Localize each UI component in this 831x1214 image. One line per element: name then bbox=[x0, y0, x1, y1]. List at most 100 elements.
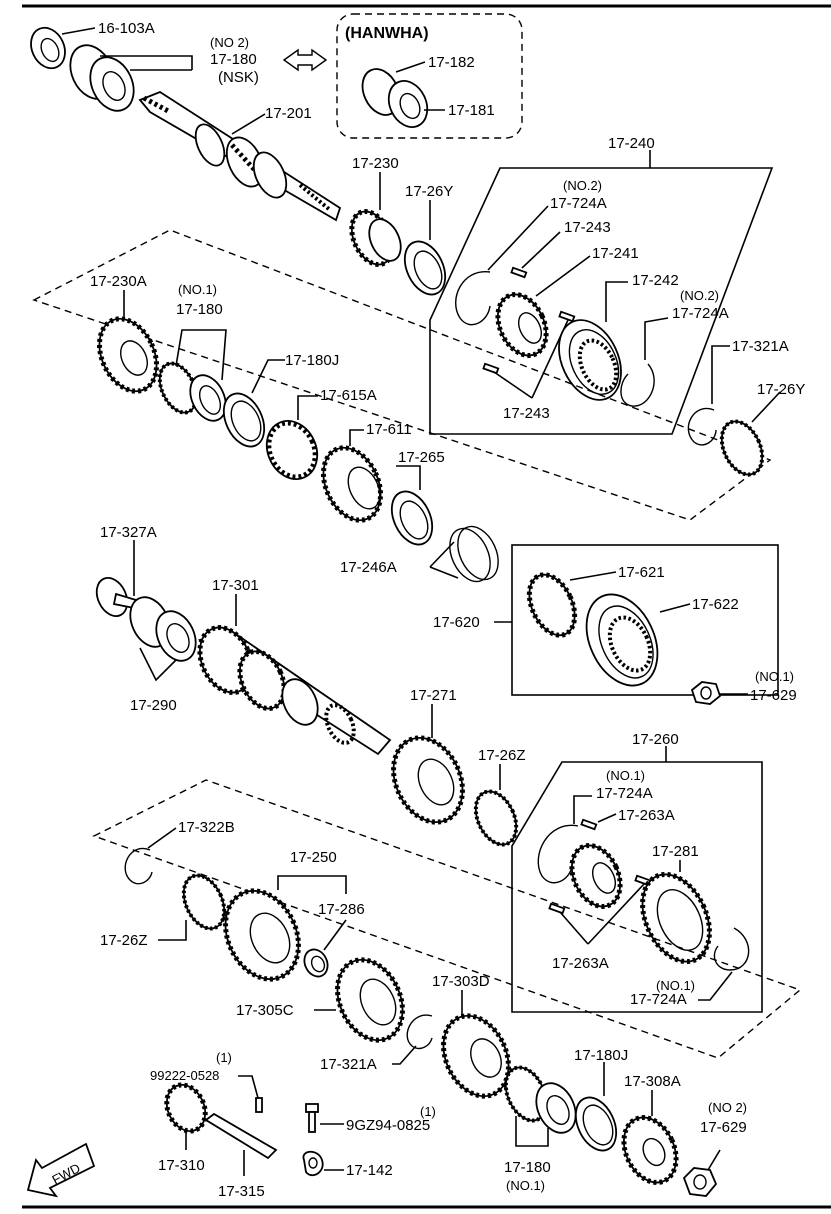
part-17-26Y-b bbox=[719, 419, 765, 477]
part-17-243-key-c bbox=[482, 362, 500, 375]
part-17-250 bbox=[223, 888, 301, 982]
part-17-201-shaft bbox=[138, 90, 342, 222]
part-17-230A bbox=[96, 316, 160, 394]
leader-17-621 bbox=[569, 571, 617, 581]
label-17-142: 17-142 bbox=[346, 1162, 393, 1179]
part-17-622 bbox=[585, 593, 659, 687]
part-17-242-sleeve bbox=[558, 319, 622, 401]
label-one-b: (1) bbox=[420, 1104, 436, 1119]
label-no1-c: (NO.1) bbox=[606, 768, 645, 783]
label-17-327A: 17-327A bbox=[100, 524, 157, 541]
leader-17-622 bbox=[659, 603, 691, 613]
part-17-26Y-a bbox=[403, 240, 447, 296]
label-17-611: 17-611 bbox=[366, 421, 412, 438]
label-17-180-top: 17-180 bbox=[210, 51, 257, 68]
label-17-26Z-b: 17-26Z bbox=[100, 932, 148, 949]
group-box-17-620 bbox=[511, 544, 779, 696]
label-no2-c: (NO.2) bbox=[680, 288, 719, 303]
label-17-250: 17-250 bbox=[290, 849, 337, 866]
label-17-180J-a: 17-180J bbox=[285, 352, 339, 369]
part-17-724A-a bbox=[455, 271, 491, 326]
label-17-315: 17-315 bbox=[218, 1183, 265, 1200]
label-9GZ94-0825: 9GZ94-0825 bbox=[346, 1117, 430, 1134]
label-hanwha: (HANWHA) bbox=[345, 25, 429, 42]
part-16-103A bbox=[30, 26, 66, 70]
part-17-142-lock bbox=[302, 1150, 324, 1177]
leader-17-241 bbox=[535, 255, 591, 297]
leader-17-615A bbox=[297, 395, 318, 420]
label-17-26Y-a: 17-26Y bbox=[405, 183, 453, 200]
part-17-181 bbox=[387, 80, 429, 128]
part-9GZ94-0825-bolt bbox=[305, 1103, 319, 1133]
label-17-615A: 17-615A bbox=[320, 387, 377, 404]
part-17-26Z-b bbox=[181, 873, 227, 931]
part-17-303D bbox=[441, 1013, 511, 1099]
part-17-180J-b bbox=[574, 1096, 618, 1152]
label-17-265: 17-265 bbox=[398, 449, 445, 466]
label-17-180J-b: 17-180J bbox=[574, 1047, 628, 1064]
label-17-281: 17-281 bbox=[652, 843, 699, 860]
label-17-182: 17-182 bbox=[428, 54, 475, 71]
leader-17-321A-a bbox=[711, 345, 730, 404]
label-17-308A: 17-308A bbox=[624, 1073, 681, 1090]
label-17-310: 17-310 bbox=[158, 1157, 205, 1174]
label-17-241: 17-241 bbox=[592, 245, 639, 262]
label-17-246A: 17-246A bbox=[340, 559, 397, 576]
part-17-290 bbox=[129, 596, 197, 662]
label-17-290: 17-290 bbox=[130, 697, 177, 714]
part-17-180-no1 bbox=[157, 361, 227, 422]
label-17-243-a: 17-243 bbox=[564, 219, 611, 236]
label-17-305C: 17-305C bbox=[236, 1002, 294, 1019]
group-box-17-240 bbox=[429, 167, 774, 435]
leader-17-629-b bbox=[707, 1149, 721, 1171]
leader-17-724A-c bbox=[573, 795, 592, 824]
part-17-230 bbox=[349, 209, 402, 267]
label-17-286: 17-286 bbox=[318, 901, 365, 918]
leader-17-243-a bbox=[521, 231, 561, 269]
part-17-263A-key-c bbox=[548, 902, 566, 915]
interchange-arrow-icon bbox=[282, 48, 328, 72]
part-17-321A-a bbox=[687, 407, 717, 446]
leader-17-263A-b bbox=[559, 883, 645, 945]
leader-17-250 bbox=[277, 875, 347, 894]
label-17-620: 17-620 bbox=[433, 614, 480, 631]
leader-17-321A-b bbox=[392, 1045, 417, 1065]
leader-17-180-bot bbox=[515, 1116, 549, 1147]
leader-17-724A-d bbox=[698, 971, 733, 1001]
fwd-arrow-icon bbox=[26, 1142, 96, 1198]
leader-17-611 bbox=[349, 429, 364, 446]
leader-16-103A bbox=[61, 27, 96, 35]
leader-99222-0528 bbox=[238, 1075, 259, 1099]
label-no2-a: (NO 2) bbox=[210, 35, 249, 50]
label-nsk: (NSK) bbox=[218, 69, 259, 86]
leader-17-180-mid bbox=[175, 329, 227, 381]
label-17-629-b: 17-629 bbox=[700, 1119, 747, 1136]
label-no1-b: (NO.1) bbox=[755, 669, 794, 684]
leader-17-182 bbox=[395, 61, 426, 73]
part-17-243-key-b bbox=[558, 310, 576, 323]
part-17-26Z-a bbox=[473, 789, 519, 847]
leader-17-290 bbox=[139, 647, 177, 682]
part-17-308A bbox=[621, 1115, 679, 1185]
label-17-322B: 17-322B bbox=[178, 819, 235, 836]
label-17-26Y-b: 17-26Y bbox=[757, 381, 805, 398]
part-17-310 bbox=[164, 1082, 208, 1134]
label-17-724A-d: 17-724A bbox=[630, 991, 687, 1008]
leader-17-724A-a bbox=[487, 205, 549, 271]
leader-17-724A-b bbox=[644, 317, 669, 360]
part-17-615A bbox=[265, 420, 319, 480]
part-99222-0528-pin bbox=[255, 1097, 263, 1113]
leader-17-201 bbox=[231, 113, 266, 135]
part-17-241-hub bbox=[495, 292, 549, 358]
part-17-263A-hub bbox=[569, 843, 623, 909]
label-17-242: 17-242 bbox=[632, 272, 679, 289]
part-17-305C bbox=[335, 957, 405, 1043]
label-99222-0528: 99222-0528 bbox=[150, 1068, 219, 1083]
part-17-322B bbox=[124, 847, 153, 885]
leader-17-180J-a bbox=[251, 359, 285, 394]
part-17-180-nsk bbox=[69, 44, 135, 112]
leader-17-242 bbox=[605, 281, 628, 322]
part-17-621 bbox=[526, 572, 578, 638]
leader-17-322B bbox=[147, 827, 177, 849]
label-17-201: 17-201 bbox=[265, 105, 312, 122]
